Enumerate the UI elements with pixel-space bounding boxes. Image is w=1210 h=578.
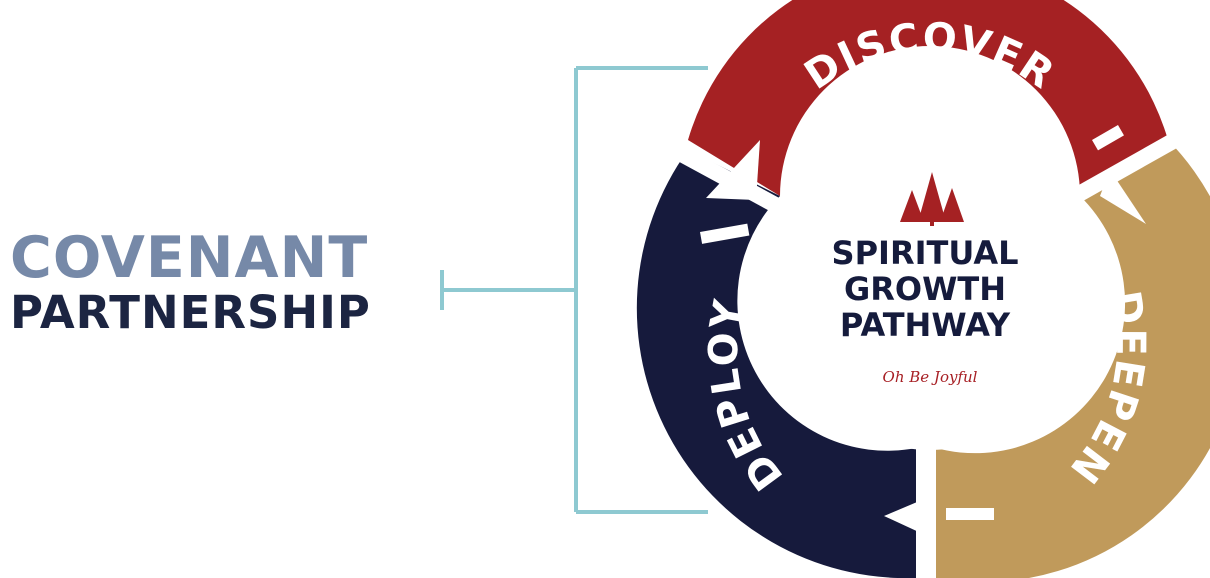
center-line-1: SPIRITUAL (831, 234, 1019, 272)
bracket-connector (440, 66, 708, 514)
deepen-segment (936, 140, 1210, 578)
oh-be-joyful-logo: Oh Be Joyful (883, 368, 978, 386)
covenant-text: COVENANT (10, 225, 369, 291)
deploy-segment (636, 150, 916, 578)
center-line-3: PATHWAY (839, 306, 1011, 344)
arrow-tick-deploy (700, 223, 750, 244)
arrow-tick-discover (1092, 125, 1124, 151)
covenant-partnership-title: COVENANT PARTNERSHIP (10, 228, 420, 338)
svg-text:Oh Be Joyful: Oh Be Joyful (883, 368, 978, 386)
arrow-deploy-to-discover (706, 140, 760, 200)
arrow-tick-deepen (946, 508, 994, 520)
arrow-discover-to-deepen (1100, 170, 1146, 224)
direction-arrows (700, 125, 1146, 540)
center-circle (780, 150, 1080, 450)
partnership-text: PARTNERSHIP (10, 286, 371, 339)
pine-trees-icon (900, 172, 964, 226)
spiritual-growth-pathway-title: SPIRITUAL GROWTH PATHWAY (800, 235, 1050, 343)
center-line-2: GROWTH (843, 270, 1006, 308)
arrow-deepen-to-deploy (884, 494, 936, 540)
discover-segment (688, 0, 1168, 196)
